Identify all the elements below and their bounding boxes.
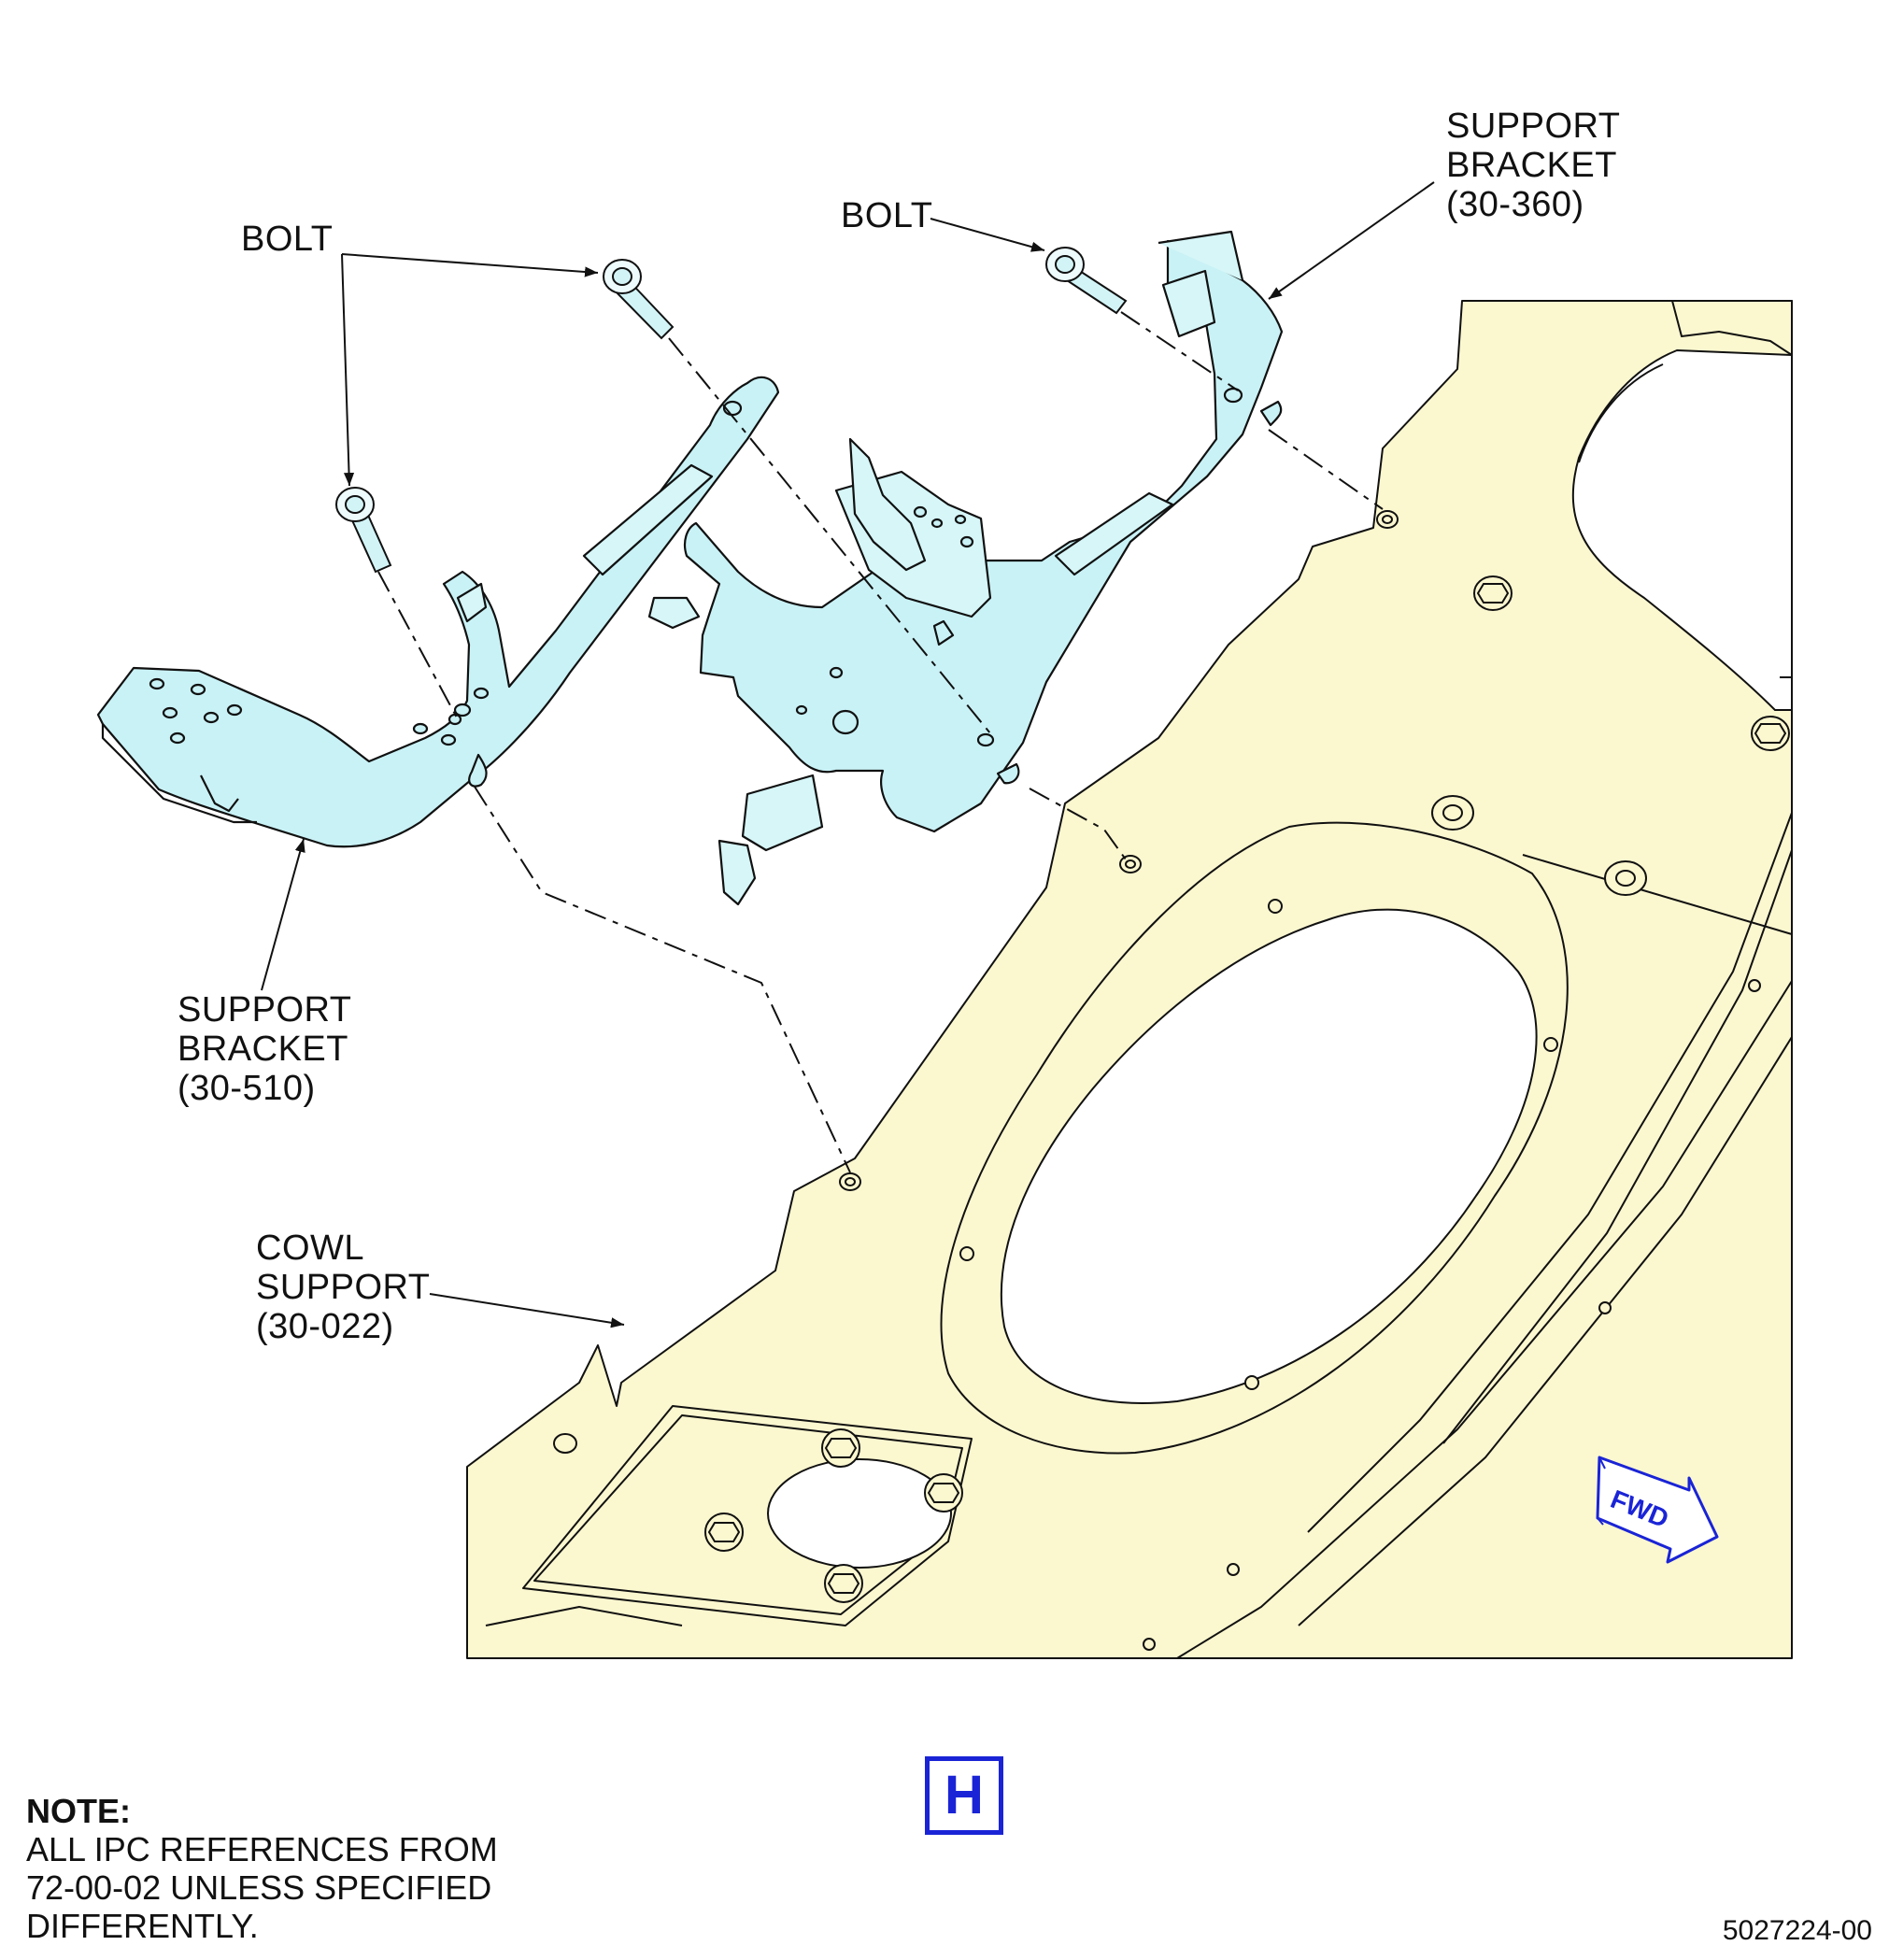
label-bolt-right-text: BOLT: [841, 196, 933, 235]
label-support-bracket-30-360: SUPPORT BRACKET (30-360): [1446, 107, 1621, 224]
label-line: (30-510): [178, 1069, 316, 1108]
label-bolt-right: BOLT: [841, 196, 932, 235]
view-letter: H: [944, 1765, 984, 1825]
cowl-nuts: [704, 1428, 963, 1603]
bolt-top-left: [603, 259, 675, 340]
note-line: ALL IPC REFERENCES FROM: [26, 1830, 498, 1868]
label-line: (30-022): [256, 1307, 394, 1346]
note-heading: NOTE:: [26, 1792, 131, 1830]
note-line: DIFFERENTLY.: [26, 1907, 259, 1945]
bolts: [335, 247, 1128, 574]
bolt-right: [1045, 247, 1128, 315]
label-bolt-left-text: BOLT: [241, 220, 334, 259]
cowl-support: [466, 300, 1793, 1659]
label-line: SUPPORT: [256, 1268, 431, 1307]
view-identifier-box: H: [925, 1756, 1003, 1835]
label-line: COWL: [256, 1229, 364, 1268]
bolt-left: [335, 487, 392, 574]
label-line: SUPPORT: [1446, 107, 1621, 146]
note-line: 72-00-02 UNLESS SPECIFIED: [26, 1868, 492, 1907]
fwd-arrow: FWD: [1596, 1456, 1719, 1564]
support-bracket-30-360: [647, 230, 1284, 906]
label-bolt-left: BOLT: [241, 220, 333, 259]
label-line: BRACKET: [1446, 146, 1617, 185]
leader-lines: [261, 181, 1435, 1328]
note-block: NOTE: ALL IPC REFERENCES FROM 72-00-02 U…: [26, 1792, 498, 1945]
support-bracket-30-510: [96, 376, 780, 848]
label-line: (30-360): [1446, 185, 1584, 224]
label-support-bracket-30-510: SUPPORT BRACKET (30-510): [178, 990, 352, 1108]
cowl-holes: [553, 510, 1790, 1651]
center-lines: [377, 311, 1384, 1173]
label-cowl-support-30-022: COWL SUPPORT (30-022): [256, 1229, 431, 1346]
label-line: BRACKET: [178, 1030, 348, 1069]
figure-number: 5027224-00: [1722, 1915, 1872, 1946]
label-line: SUPPORT: [178, 990, 352, 1030]
